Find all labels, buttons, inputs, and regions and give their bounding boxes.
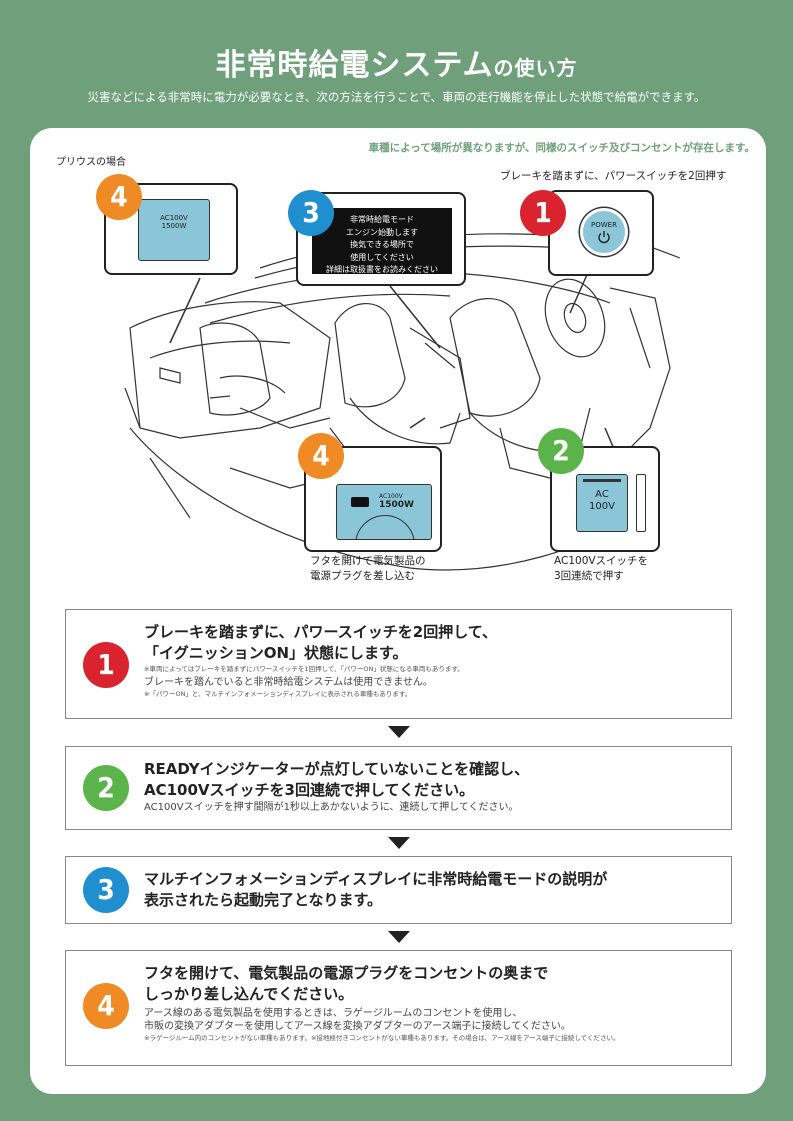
switch-caption: AC100Vスイッチを 3回連続で押す <box>554 554 648 584</box>
callout-1-power: POWER <box>548 190 654 276</box>
outlet-label-line1: AC100V <box>160 214 188 222</box>
arrow-1-2 <box>388 726 410 738</box>
outlet-label-line2: 1500W <box>161 222 187 230</box>
title-main: 非常時給電システム <box>215 48 494 83</box>
switch-label-line1: AC <box>595 489 609 500</box>
screen-line-1: 非常時給電モード <box>350 215 414 224</box>
power-button-label: POWER <box>591 221 617 229</box>
step-2-badge: 2 <box>83 765 129 811</box>
step-1-sub: ブレーキを踏んでいると非常時給電システムは使用できません。 <box>144 677 433 688</box>
step-2-text: READYインジケーターが点灯していないことを確認し、 AC100Vスイッチを3… <box>144 759 529 814</box>
step-1-main-1: ブレーキを踏まずに、パワースイッチを2回押して、 <box>144 623 498 641</box>
step-4-note: ※ラゲージルーム内のコンセントがない車種もあります。※接地極付きコンセントがない… <box>144 1034 620 1042</box>
step-1-badge: 1 <box>83 642 129 688</box>
outlet-caption-line1: フタを開けて電気製品の <box>310 555 426 567</box>
outlet-panel: AC100V 1500W <box>138 199 210 261</box>
page-title: 非常時給電システムの使い方 <box>0 40 793 84</box>
step-1-note2: ※「パワーON」と、マルチインフォメーションディスプレイに表示される車種もありま… <box>144 690 412 698</box>
step-4-sub-1: アース線のある電気製品を使用するときは、ラゲージルームのコンセントを使用し、 <box>144 1008 523 1019</box>
outlet-label-line2: 1500W <box>379 500 414 510</box>
step-2-sub: AC100Vスイッチを押す間隔が1秒以上あかないように、連続して押してください。 <box>144 802 519 813</box>
page-subtitle: 災害などによる非常時に電力が必要なとき、次の方法を行うことで、車両の走行機能を停… <box>87 90 706 104</box>
step-badge-1: 1 <box>520 190 566 236</box>
step-4-sub-2: 市販の変換アダプターを使用してアース線を変換アダプターのアース端子に接続してくだ… <box>144 1021 571 1032</box>
step-2-main-1: READYインジケーターが点灯していないことを確認し、 <box>144 760 530 778</box>
switch-caption-line2: 3回連続で押す <box>554 570 624 582</box>
content-card: 車種によって場所が異なりますが、同様のスイッチ及びコンセントが存在します。 プリ… <box>30 128 766 1094</box>
step-4-box: 4 フタを開けて、電気製品の電源プラグをコンセントの奥まで しっかり差し込んでく… <box>65 950 732 1066</box>
step-badge-2: 2 <box>538 428 584 474</box>
screen-line-4: 使用してください <box>350 252 414 262</box>
step-2-main-2: AC100Vスイッチを3回連続で押してください。 <box>144 781 475 799</box>
multi-info-display: 非常時給電モード エンジン始動します 換気できる場所で 使用してください 詳細は… <box>312 208 452 274</box>
arrow-3-4 <box>388 931 410 943</box>
vehicle-note: 車種によって場所が異なりますが、同様のスイッチ及びコンセントが存在します。 <box>368 142 755 154</box>
title-suffix: の使い方 <box>493 56 578 80</box>
step-4-main-1: フタを開けて、電気製品の電源プラグをコンセントの奥まで <box>144 964 549 982</box>
step-1-note: ※車両によってはブレーキを踏まずにパワースイッチを1回押して、「パワーON」状態… <box>144 665 464 673</box>
callout-4-outlet: AC100V 1500W <box>304 446 442 552</box>
step-3-main-2: 表示されたら起動完了となります。 <box>144 891 383 909</box>
outlet-caption-line2: 電源プラグを差し込む <box>310 570 415 582</box>
switch-caption-line1: AC100Vスイッチを <box>554 555 649 567</box>
power-icon <box>598 231 610 244</box>
outlet-label-line1: AC100V <box>379 493 403 500</box>
outlet-caption: フタを開けて電気製品の 電源プラグを差し込む <box>310 554 426 584</box>
step-3-box: 3 マルチインフォメーションディスプレイに非常時給電モードの説明が 表示されたら… <box>65 856 732 924</box>
step-1-main-2: 「イグニッションON」状態にします。 <box>144 644 408 662</box>
prius-label: プリウスの場合 <box>56 157 126 168</box>
ac100v-switch: AC 100V <box>576 474 628 532</box>
power-button: POWER <box>580 208 628 256</box>
top-instruction: ブレーキを踏まずに、パワースイッチを2回押す <box>500 170 727 182</box>
step-badge-4-bottom: 4 <box>298 433 344 479</box>
plug-icon <box>351 497 369 507</box>
step-badge-3: 3 <box>288 190 334 236</box>
screen-line-2: エンジン始動します <box>346 227 418 237</box>
step-4-badge: 4 <box>83 983 129 1029</box>
step-1-box: 1 ブレーキを踏まずに、パワースイッチを2回押して、 「イグニッションON」状態… <box>65 609 732 719</box>
step-3-text: マルチインフォメーションディスプレイに非常時給電モードの説明が 表示されたら起動… <box>144 869 607 911</box>
arrow-2-3 <box>388 837 410 849</box>
console-outlet-panel: AC100V 1500W <box>336 484 432 540</box>
switch-indicator <box>583 479 621 482</box>
outlet-lid-arc <box>355 515 415 539</box>
step-2-box: 2 READYインジケーターが点灯していないことを確認し、 AC100Vスイッチ… <box>65 746 732 830</box>
screen-line-3: 換気できる場所で <box>350 240 414 249</box>
step-4-main-2: しっかり差し込んでください。 <box>144 985 354 1003</box>
step-3-badge: 3 <box>83 867 129 913</box>
screen-line-5: 詳細は取扱書をお読みください <box>326 265 438 274</box>
step-3-main-1: マルチインフォメーションディスプレイに非常時給電モードの説明が <box>144 870 608 888</box>
switch-label-line2: 100V <box>589 501 615 512</box>
step-1-text: ブレーキを踏まずに、パワースイッチを2回押して、 「イグニッションON」状態にし… <box>144 622 497 699</box>
step-badge-4-top: 4 <box>96 174 142 220</box>
step-4-text: フタを開けて、電気製品の電源プラグをコンセントの奥まで しっかり差し込んでくださ… <box>144 963 619 1043</box>
switch-bezel <box>636 474 646 532</box>
